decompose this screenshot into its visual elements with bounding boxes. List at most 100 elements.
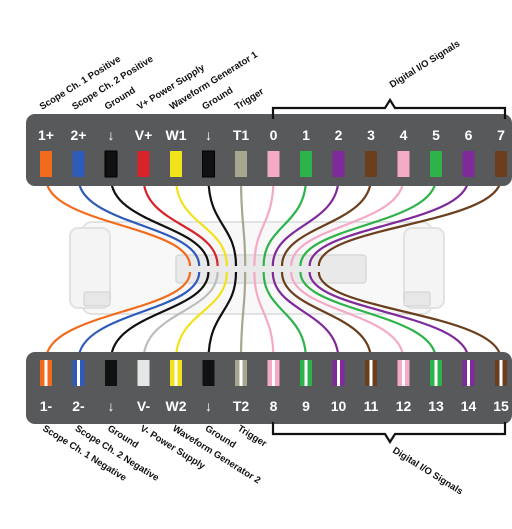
- bottom-pin-label-10: 11: [364, 398, 379, 414]
- top-pin-name-trigger: Trigger: [233, 86, 266, 113]
- bottom-wire--5: [207, 271, 238, 361]
- bottom-wire-15-14: [317, 271, 503, 361]
- bottom-pin-name-trigger: Trigger: [235, 423, 268, 450]
- bottom-pin-label-0: 1-: [40, 398, 53, 414]
- bottom-pin-label-13: 14: [461, 398, 477, 414]
- bottom-pin-stripe-14: [499, 360, 503, 386]
- device-outline: [69, 221, 445, 315]
- bottom-wire-8-7: [253, 271, 275, 361]
- top-pin-swatch-6: [235, 151, 247, 177]
- top-pin-swatch-12: [430, 151, 442, 177]
- bottom-wire-1-0: [44, 271, 192, 361]
- device-header-strip: [175, 254, 367, 284]
- top-pin-swatch-14: [495, 151, 507, 177]
- top-pin-label-5: ↓: [205, 127, 212, 143]
- top-pin-label-10: 3: [367, 127, 375, 143]
- bottom-pin-stripe-1: [77, 360, 80, 386]
- top-pin-swatch-9: [332, 151, 345, 177]
- bottom-pin-label-1: 2-: [72, 398, 85, 414]
- top-pin-label-7: 0: [270, 127, 278, 143]
- top-pin-swatch-10: [365, 151, 377, 177]
- bottom-wire-v-3: [142, 271, 219, 361]
- bottom-wire-10-9: [271, 271, 340, 361]
- device-left-end: [69, 227, 111, 309]
- top-pin-swatch-11: [397, 151, 410, 177]
- bottom-pin-swatch-3: [137, 360, 150, 386]
- top-wire-5-12: [299, 177, 438, 267]
- device-left-grip: [83, 291, 111, 307]
- bottom-pin-stripe-11: [402, 360, 405, 386]
- wires: [44, 177, 503, 361]
- bottom-pin-label-7: 8: [270, 398, 278, 414]
- top-pin-swatch-2: [104, 150, 118, 178]
- top-pin-swatch-5: [202, 150, 215, 178]
- top-wire--2: [109, 177, 210, 267]
- bottom-digital-group-label: Digital I/O Signals: [390, 445, 464, 497]
- top-pin-label-13: 6: [465, 127, 473, 143]
- bottom-wire--2: [109, 271, 210, 361]
- top-pin-label-3: V+: [135, 127, 153, 143]
- top-pin-label-6: T1: [233, 127, 250, 143]
- bottom-pin-stripe-8: [304, 360, 308, 386]
- bottom-pin-swatch-5: [202, 360, 215, 386]
- top-pin-swatch-8: [300, 151, 312, 177]
- top-pin-swatch-1: [72, 151, 85, 177]
- top-wire-w1-4: [174, 177, 228, 267]
- top-wire-1-8: [262, 177, 308, 267]
- device-right-grip: [403, 291, 431, 307]
- top-pin-label-14: 7: [497, 127, 505, 143]
- top-wire--5: [207, 177, 238, 267]
- bottom-pin-stripe-9: [337, 360, 340, 386]
- top-pin-label-0: 1+: [38, 127, 54, 143]
- bottom-wire-2-1: [77, 271, 201, 361]
- bottom-wire-t2-6: [239, 271, 247, 361]
- top-wire-6-13: [308, 177, 470, 267]
- bottom-digital-bracket: [271, 422, 507, 445]
- bottom-pin-label-4: W2: [166, 398, 187, 414]
- top-pin-label-2: ↓: [108, 127, 115, 143]
- top-wire-4-11: [290, 177, 405, 267]
- top-wire-1-0: [44, 177, 192, 267]
- top-digital-group-label: Digital I/O Signals: [388, 38, 462, 90]
- bottom-pin-label-14: 15: [493, 398, 509, 414]
- top-wire-t1-6: [239, 177, 247, 267]
- bottom-pin-stripe-10: [369, 360, 373, 386]
- top-wire-v-3: [142, 177, 219, 267]
- top-wire-2-1: [77, 177, 201, 267]
- bottom-wire-13-12: [299, 271, 438, 361]
- top-wire-2-9: [271, 177, 340, 267]
- bottom-pin-swatch-2: [105, 360, 117, 386]
- bottom-pin-label-12: 13: [428, 398, 444, 414]
- top-pin-label-4: W1: [166, 127, 187, 143]
- bottom-wire-12-11: [290, 271, 405, 361]
- top-digital-bracket: [271, 97, 507, 119]
- bottom-pin-stripe-7: [272, 360, 275, 386]
- top-pin-label-9: 2: [335, 127, 343, 143]
- bottom-wire-9-8: [262, 271, 308, 361]
- bottom-pin-label-11: 12: [396, 398, 412, 414]
- top-wire-0-7: [253, 177, 275, 267]
- bottom-pin-label-3: V-: [137, 398, 151, 414]
- bottom-pin-stripe-0: [44, 360, 48, 386]
- top-pin-swatch-4: [170, 151, 182, 177]
- bottom-pin-label-5: ↓: [205, 398, 212, 414]
- top-pin-swatch-0: [40, 151, 52, 177]
- bottom-pin-label-8: 9: [302, 398, 310, 414]
- top-pin-label-12: 5: [432, 127, 440, 143]
- bottom-pin-stripe-6: [239, 360, 243, 386]
- top-pin-label-1: 2+: [71, 127, 87, 143]
- device-right-end: [403, 227, 445, 309]
- bottom-wire-w2-4: [174, 271, 228, 361]
- top-pin-label-8: 1: [302, 127, 310, 143]
- top-pin-swatch-7: [267, 151, 280, 177]
- bottom-pin-stripe-13: [467, 360, 470, 386]
- top-wire-7-14: [317, 177, 503, 267]
- top-pin-swatch-3: [137, 151, 150, 177]
- bottom-pin-label-9: 10: [331, 398, 347, 414]
- bottom-pin-stripe-4: [174, 360, 178, 386]
- top-pin-swatch-13: [462, 151, 475, 177]
